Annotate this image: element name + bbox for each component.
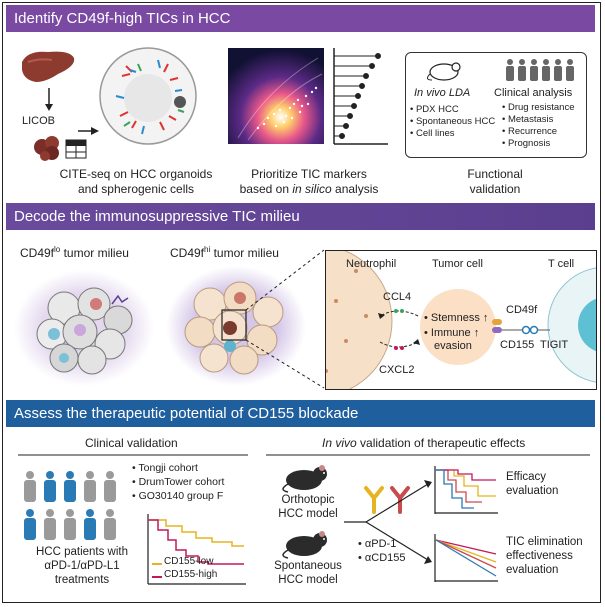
liver-illustration (22, 51, 75, 82)
cohort-1: • Tongji cohort (132, 462, 198, 474)
cite-seq-cell-illustration (99, 47, 197, 145)
patients-line1: HCC patients with (35, 546, 129, 558)
cd49f-marker-label: CD49f (506, 304, 538, 316)
spontaneous-line1: Spontaneous (274, 560, 342, 572)
clinical-analysis-label: Clinical analysis (494, 87, 573, 99)
orthotopic-mouse-icon (282, 465, 327, 493)
clinical-item-2: • Metastasis (502, 114, 554, 125)
cite-seq-line1: CITE-seq on HCC organoids (59, 167, 213, 181)
clinical-item-3: • Recurrence (502, 126, 558, 137)
survival-curve-plot (147, 514, 246, 585)
milieu-zoom-box (325, 250, 597, 390)
in-vivo-lda-label: In vivo LDA (414, 87, 471, 99)
invivo-underline (266, 454, 590, 456)
treatment-1: • αPD-1 (358, 538, 397, 550)
tic-line1: TIC elimination (506, 536, 583, 548)
patients-group-icon (506, 59, 574, 81)
functional-line1: Functional (467, 167, 523, 181)
tumor-cell-shape (420, 289, 496, 365)
cd49f-lo-tumor-cluster (14, 270, 154, 386)
cite-seq-line2: and spherogenic cells (77, 182, 195, 196)
clinical-validation-underline (18, 454, 248, 456)
arrow-right-icon (78, 127, 99, 135)
treatment-2: • αCD155 (358, 552, 406, 564)
tigit-label: TIGIT (540, 339, 569, 351)
treatment-branch-arrows (344, 480, 432, 564)
efficacy-line2: evaluation (506, 485, 559, 497)
lda-item-3: • Cell lines (410, 128, 455, 139)
licob-label: LICOB (22, 115, 56, 127)
cxcl2-arrow (379, 339, 420, 350)
spontaneous-line2: HCC model (278, 574, 338, 586)
cxcl2-label: CXCL2 (379, 364, 415, 376)
efficacy-curves-plot (434, 466, 498, 514)
density-plot-illustration (228, 48, 324, 144)
prioritize-line1: Prioritize TIC markers (251, 167, 367, 181)
organoid-icon (34, 136, 59, 161)
lollipop-ranking-illustration (333, 48, 388, 145)
neutrophil-label: Neutrophil (346, 258, 397, 270)
mouse-icon (426, 62, 461, 81)
arrow-down-icon (45, 88, 53, 111)
spontaneous-mouse-icon (282, 531, 327, 559)
ccl4-label: CCL4 (383, 291, 412, 303)
orthotopic-line1: Orthotopic (281, 494, 335, 506)
immune-evasion-label-1: • Immune ↑ (424, 327, 480, 339)
cohort-3: • GO30140 group F (132, 490, 224, 502)
clinical-item-1: • Drug resistance (502, 102, 575, 113)
zoom-connector-lines (245, 249, 325, 389)
functional-line2: validation (469, 182, 521, 196)
tumor-cell-label: Tumor cell (432, 258, 483, 270)
immune-evasion-label-2: evasion (434, 340, 472, 352)
patient-row-1 (24, 471, 116, 502)
cohort-2: • DrumTower cohort (132, 476, 225, 488)
antibody-icons (364, 486, 410, 514)
t-cell-shape (547, 267, 596, 383)
legend-high-label: CD155-high (164, 569, 218, 580)
neutrophil-shape (326, 251, 393, 389)
patients-line3: treatments (54, 574, 110, 586)
sequencing-icon (65, 139, 87, 159)
tic-line3: evaluation (506, 564, 559, 576)
efficacy-line1: Efficacy (506, 471, 547, 483)
patients-line2: αPD-1/αPD-L1 (44, 560, 120, 572)
cd49f-hi-tumor-cluster (166, 266, 306, 386)
lda-item-1: • PDX HCC (410, 104, 459, 115)
prioritize-line2: based on in silico analysis (239, 182, 379, 196)
receptor-interaction-icon (492, 319, 550, 335)
legend-low-swatch (152, 563, 162, 565)
section2-header: Decode the immunosuppressive TIC milieu (6, 203, 595, 230)
cd49f-lo-label: CD49flo tumor milieu (20, 245, 129, 260)
invivo-title: In vivo validation of therapeutic effect… (322, 436, 526, 450)
legend-high-swatch (152, 576, 162, 578)
clinical-item-4: • Prognosis (502, 138, 551, 149)
tic-line2: effectiveness (506, 550, 573, 562)
patient-cohort-icons (24, 471, 116, 540)
clinical-validation-title: Clinical validation (85, 436, 178, 450)
section3-header: Assess the therapeutic potential of CD15… (6, 400, 595, 427)
tic-elimination-plot (434, 534, 498, 582)
lda-item-2: • Spontaneous HCC (410, 116, 496, 127)
stemness-label: • Stemness ↑ (424, 312, 489, 324)
ccl4-arrow (378, 309, 419, 319)
orthotopic-line2: HCC model (278, 508, 338, 520)
cd155-marker-label: CD155 (500, 339, 535, 351)
cd49f-hi-label: CD49fhi tumor milieu (170, 245, 279, 260)
legend-low-label: CD155-low (164, 556, 214, 567)
t-cell-label: T cell (548, 258, 575, 270)
section1-header: Identify CD49f-high TICs in HCC (6, 5, 595, 32)
